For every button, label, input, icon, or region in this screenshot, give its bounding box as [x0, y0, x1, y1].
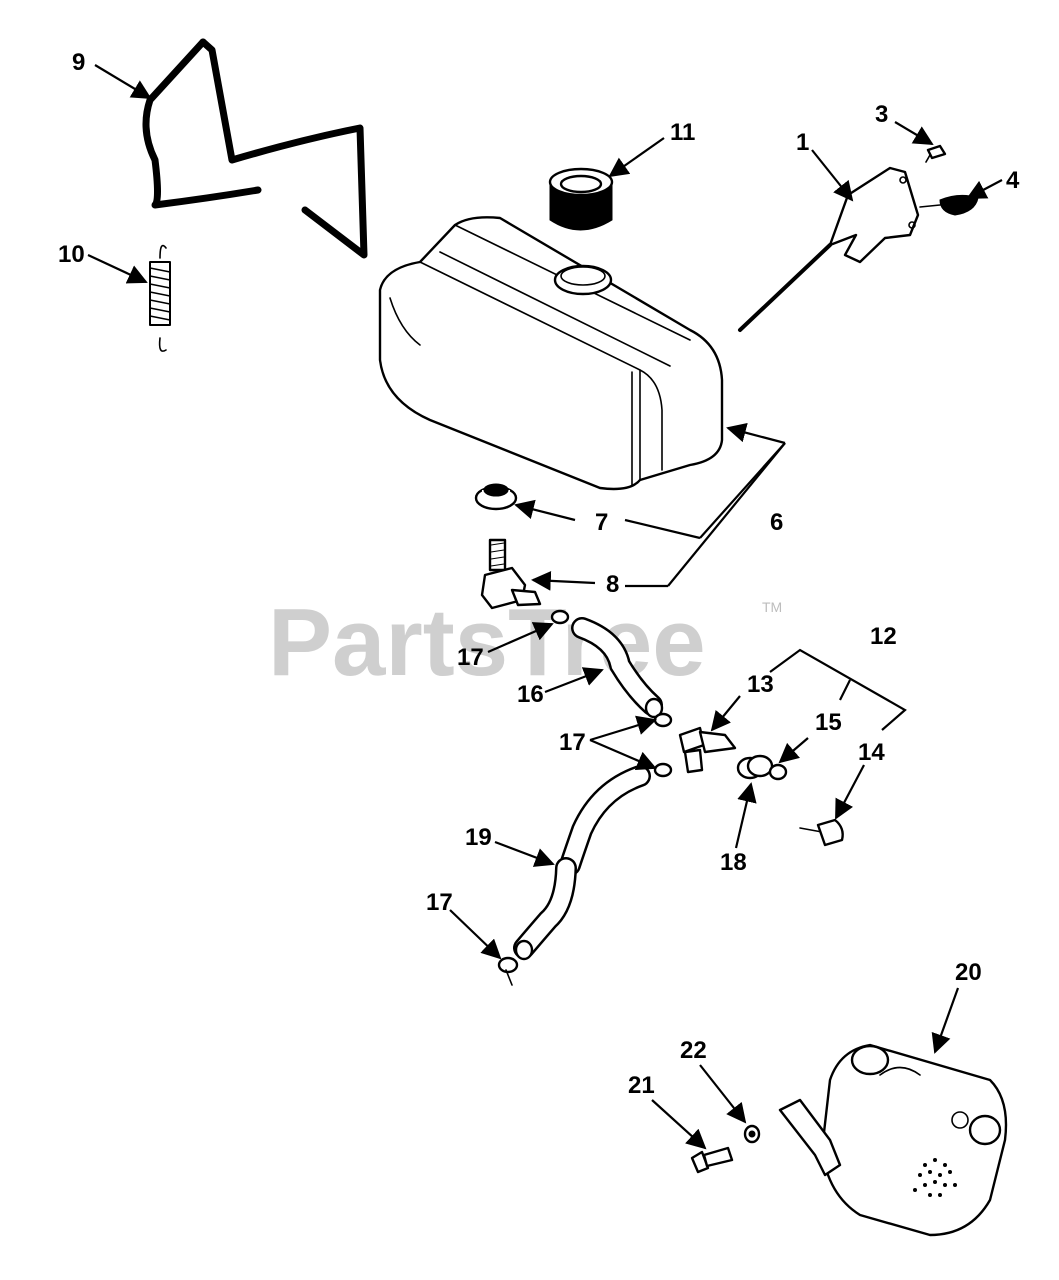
callout-6: 6 [770, 509, 783, 536]
callout-9: 9 [72, 49, 85, 76]
watermark-trademark: TM [762, 599, 782, 615]
leader-lines [87, 64, 1003, 1150]
part-7-grommet [474, 483, 518, 511]
callout-8: 8 [606, 571, 619, 598]
part-14-knob [799, 818, 844, 847]
callout-16: 16 [517, 681, 544, 708]
callout-14: 14 [858, 739, 885, 766]
part-21-bolt [690, 1146, 734, 1174]
part-20-muffler [778, 1043, 1008, 1237]
part-16-hose [571, 617, 664, 719]
part-6-fuel-tank [378, 216, 724, 491]
part-8-valve [480, 538, 542, 610]
callout-12: 12 [870, 623, 897, 650]
part-1-bracket [738, 166, 920, 332]
callout-1: 1 [796, 129, 809, 156]
part-3-screw [925, 144, 947, 163]
callout-11: 11 [670, 119, 695, 146]
callout-4: 4 [1006, 167, 1020, 194]
callout-17a: 17 [457, 644, 484, 671]
callout-20: 20 [955, 959, 982, 986]
callout-17b: 17 [559, 729, 586, 756]
callout-19: 19 [465, 824, 492, 851]
part-10-spring [149, 244, 171, 352]
callout-7: 7 [595, 509, 608, 536]
part-4-grip [919, 194, 979, 216]
part-22-washer [743, 1124, 761, 1144]
part-18-spacer [736, 754, 774, 780]
callout-labels: 9 10 11 1 3 4 6 7 8 17 16 12 13 15 14 17… [58, 49, 1020, 1099]
callout-22: 22 [680, 1037, 707, 1064]
part-11-fuel-cap [548, 167, 614, 296]
part-15-nut [768, 763, 788, 781]
part-19-hose [513, 765, 651, 961]
callout-17c: 17 [426, 889, 453, 916]
callout-18: 18 [720, 849, 747, 876]
callout-15: 15 [815, 709, 842, 736]
callout-21: 21 [628, 1072, 655, 1099]
part-13-tee-fitting [678, 726, 737, 774]
callout-13: 13 [747, 671, 774, 698]
part-9-rod [142, 38, 368, 259]
callout-3: 3 [875, 101, 888, 128]
callout-10: 10 [58, 241, 85, 268]
